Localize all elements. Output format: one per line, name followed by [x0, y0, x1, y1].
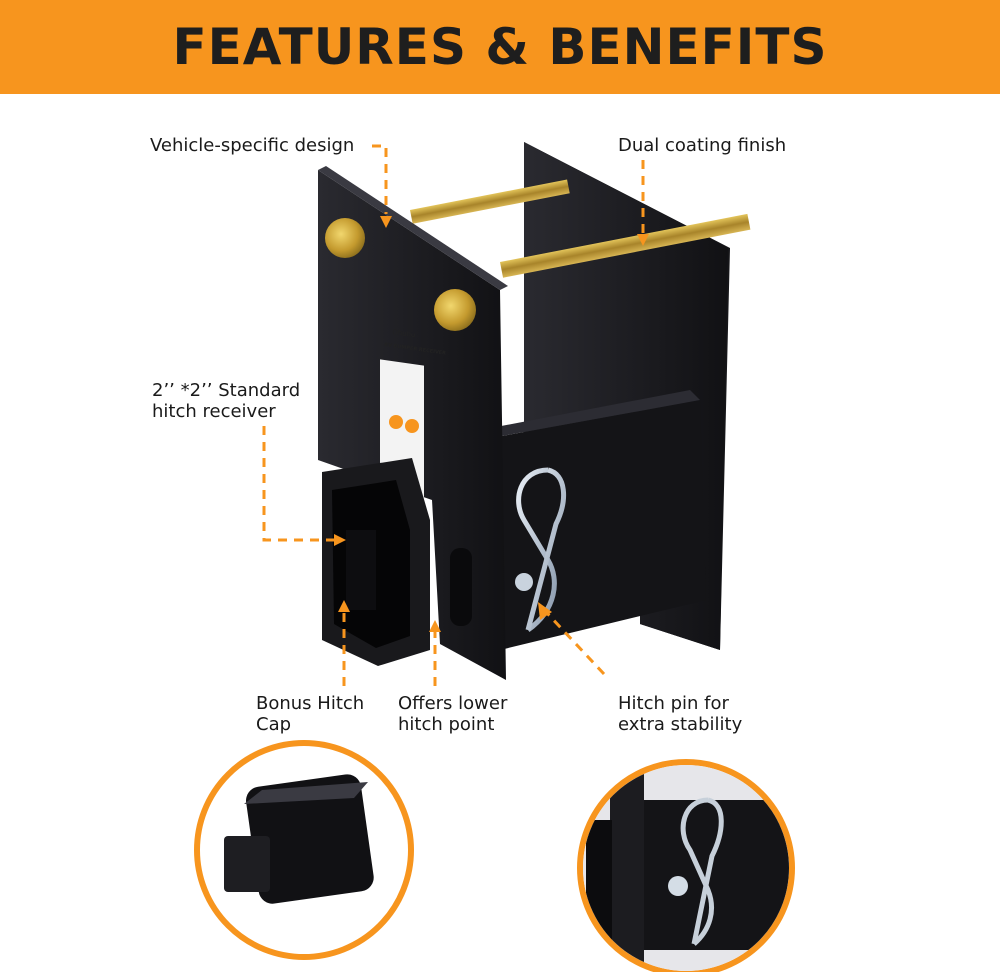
callout-bonus-cap: Bonus Hitch Cap [256, 693, 365, 735]
hitch-pin [516, 467, 567, 633]
hitch-pin-closeup [583, 765, 789, 971]
threaded-rod-upper [410, 179, 570, 224]
leader-receiver [262, 426, 334, 542]
callout-vehicle-specific: Vehicle-specific design [150, 135, 355, 156]
receiver-tube-top [470, 390, 700, 440]
receiver-tube [480, 400, 706, 650]
callout-hitch-pin: Hitch pin for extra stability [618, 693, 743, 735]
washer-upper [325, 218, 365, 258]
page-title: FEATURES & BENEFITS [172, 18, 828, 76]
callout-dual-coating: Dual coating finish [618, 135, 787, 156]
callout-standard-receiver: 2’’ *2’’ Standard hitch receiver [152, 380, 301, 422]
callout-lower-point: Offers lower hitch point [398, 693, 508, 735]
front-plate-edge [318, 166, 508, 290]
washer-lower [434, 289, 476, 331]
leader-pin [544, 610, 606, 676]
pin-slot [450, 548, 472, 626]
leader-vehicle [372, 144, 388, 214]
threaded-rod-lower [500, 213, 751, 278]
hitch-cap-image [224, 774, 374, 904]
header-banner: FEATURES & BENEFITS [0, 0, 1000, 94]
